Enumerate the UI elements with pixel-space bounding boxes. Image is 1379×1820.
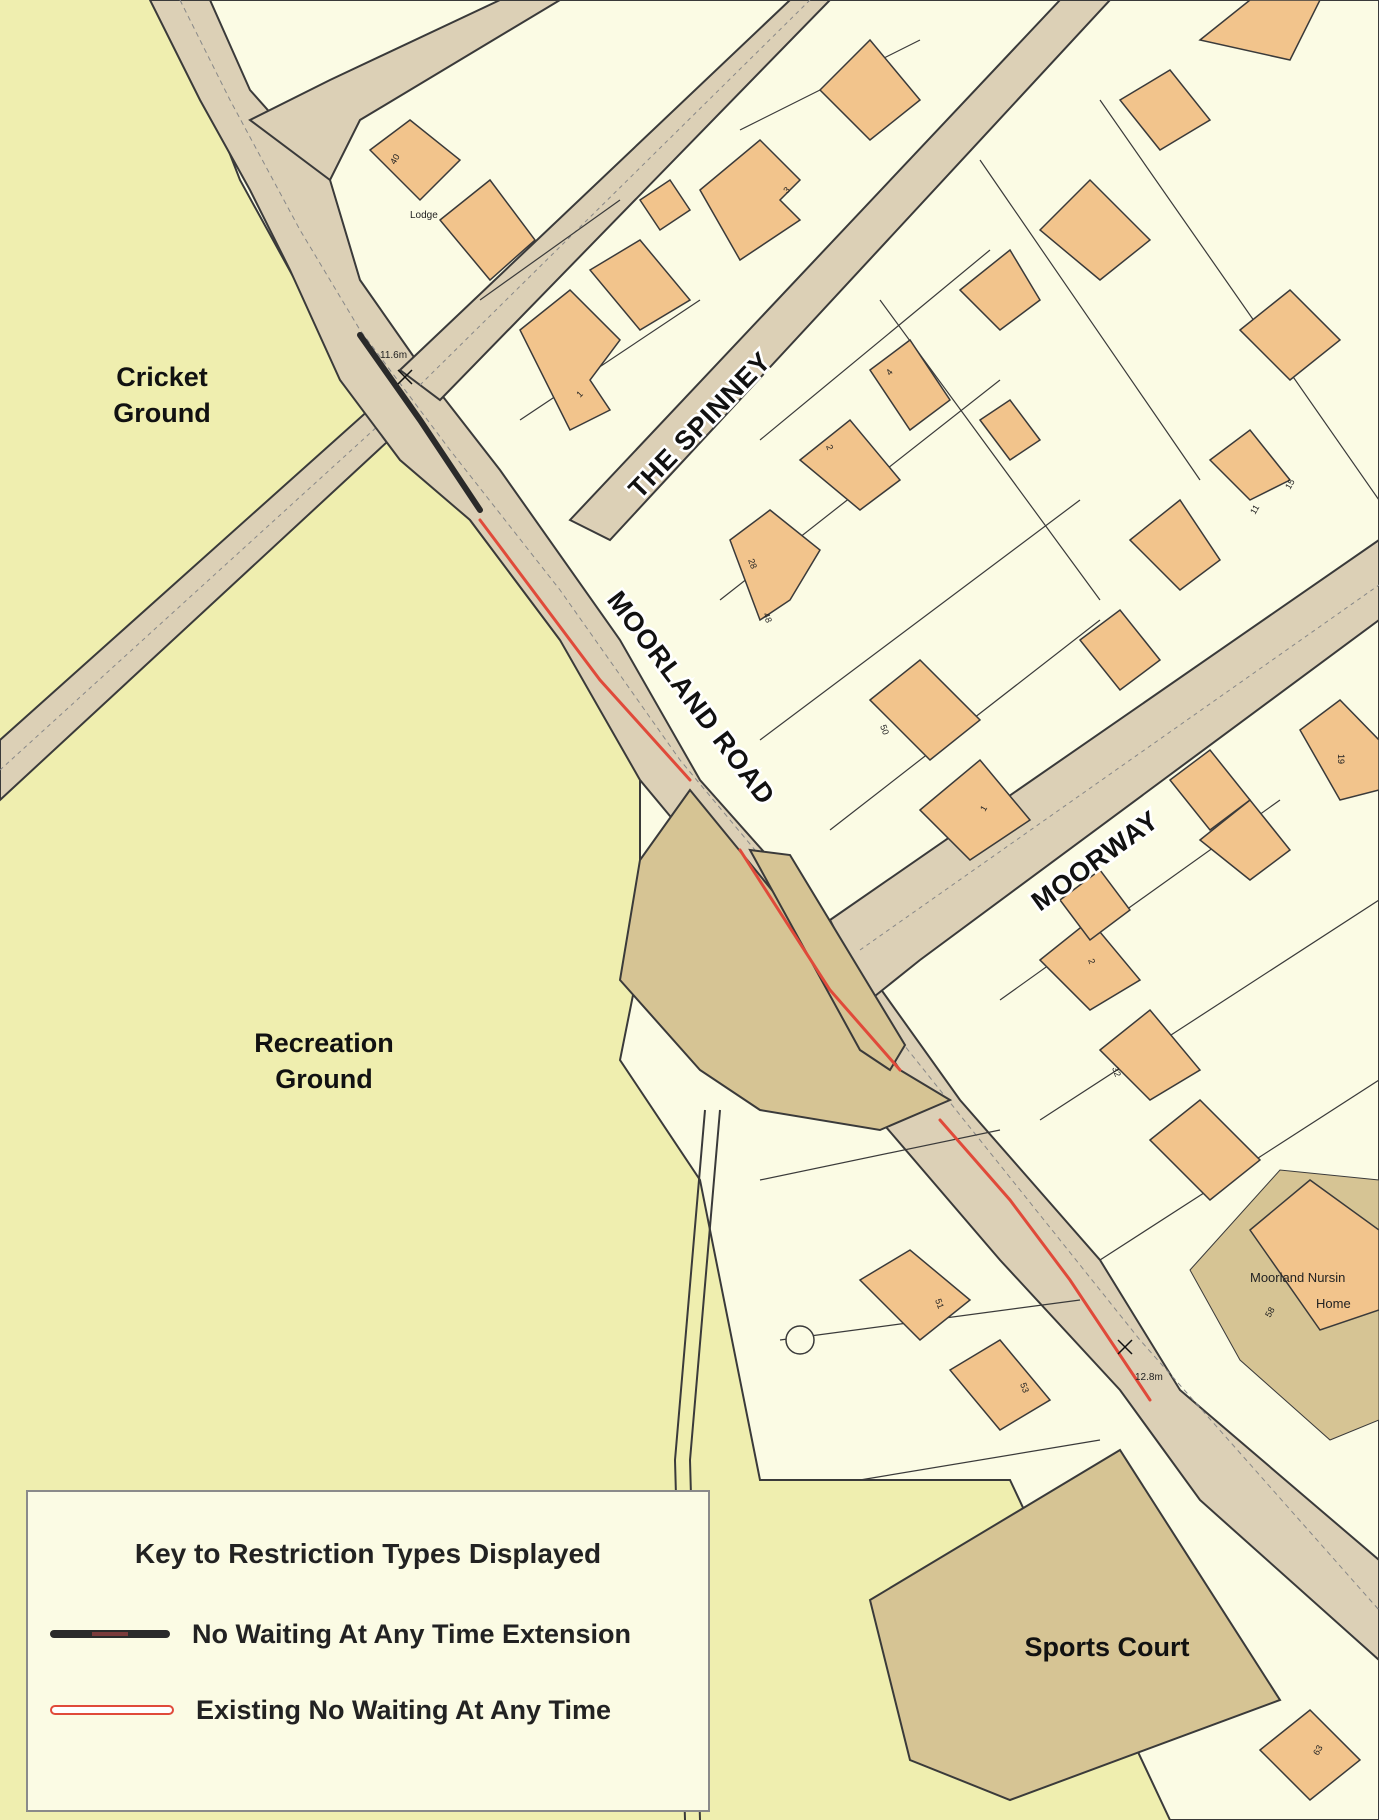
house-number: 50 xyxy=(878,723,891,736)
legend-item-extension-label: No Waiting At Any Time Extension xyxy=(192,1618,632,1649)
house-number: 4 xyxy=(884,367,895,377)
the-spinney-road xyxy=(398,0,832,402)
spinney-east-road xyxy=(568,0,1112,542)
verge-island xyxy=(748,848,907,1072)
house-number: 63 xyxy=(1311,1743,1325,1757)
sports-court-area xyxy=(868,1448,1282,1802)
house-number: 3 xyxy=(781,185,792,196)
legend-item-existing-label: Existing No Waiting At Any Time xyxy=(196,1694,612,1725)
cricket-ground-label-line2: Ground xyxy=(113,398,210,428)
spot-height-south: 12.8m xyxy=(1135,1372,1163,1383)
house-number: 40 xyxy=(388,152,402,166)
legend-item-existing: Existing No Waiting At Any Time xyxy=(50,1690,611,1730)
sports-court-label: Sports Court xyxy=(1025,1632,1190,1662)
house-number: 19 xyxy=(1336,754,1346,764)
no-waiting-existing-swatch xyxy=(50,1705,174,1715)
house-number: 15 xyxy=(1283,477,1297,491)
house-number: 1 xyxy=(978,804,989,813)
house-number: 2 xyxy=(824,443,835,451)
legend-item-extension: No Waiting At Any Time Extension xyxy=(50,1614,631,1654)
legend-title: Key to Restriction Types Displayed xyxy=(134,1538,602,1569)
spot-height-markers xyxy=(397,369,1133,1355)
no-waiting-extension-swatch xyxy=(50,1630,170,1638)
house-number: 11 xyxy=(1248,503,1261,516)
nursing-home-label-line1: Moorland Nursin xyxy=(1250,1270,1345,1285)
house-number: 2 xyxy=(1086,957,1097,965)
house-number: 51 xyxy=(933,1297,946,1310)
north-lane xyxy=(248,0,562,182)
buildings xyxy=(368,0,1379,1802)
nursing-home-label-line2: Home xyxy=(1316,1296,1351,1311)
restriction-existing xyxy=(478,518,1152,1402)
house-number: 53 xyxy=(1018,1381,1031,1394)
house-number: 58 xyxy=(1263,1305,1277,1319)
restriction-extension xyxy=(357,332,483,513)
plot-boundaries xyxy=(479,39,1379,1481)
spot-height-north: 11.6m xyxy=(380,350,407,361)
house-number: 28 xyxy=(746,557,759,570)
house-number: 1 xyxy=(574,389,585,400)
house-number: 48 xyxy=(761,611,774,624)
recreation-ground-label-line1: Recreation xyxy=(254,1028,394,1058)
lodge-label: Lodge xyxy=(410,210,438,221)
recreation-ground-label-line2: Ground xyxy=(275,1064,372,1094)
cricket-ground-label-line1: Cricket xyxy=(116,362,208,392)
house-number: 32 xyxy=(1110,1065,1123,1078)
map-legend: Key to Restriction Types Displayed No Wa… xyxy=(26,1490,710,1812)
